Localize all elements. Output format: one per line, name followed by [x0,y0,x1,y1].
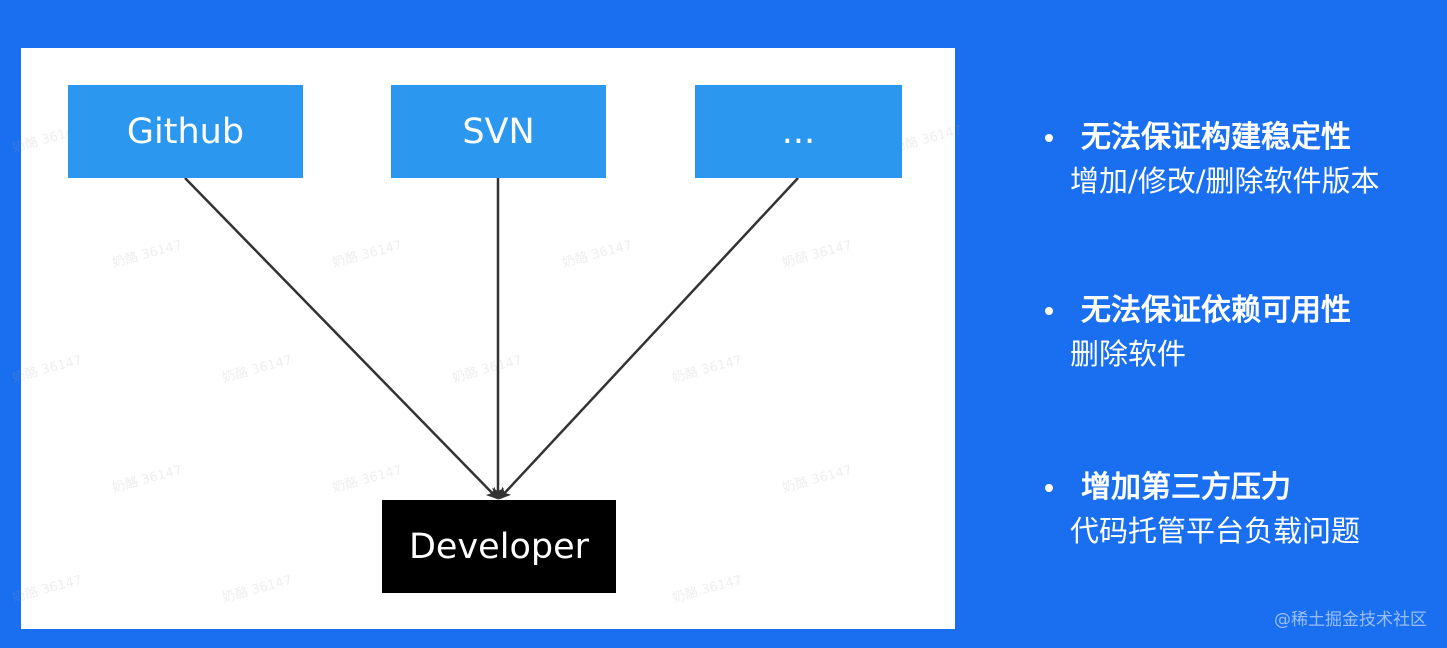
source-label: SVN [462,111,535,152]
bullet-icon [1045,307,1053,315]
source-node-github: Github [68,85,303,178]
watermark-text: 奶酪 36147 [330,462,404,496]
note-title: 增加第三方压力 [1081,470,1291,505]
watermark-text: 奶酪 36147 [560,237,634,271]
watermark-text: 奶酪 36147 [110,237,184,271]
note-item: 增加第三方压力 代码托管平台负载问题 [1045,465,1435,551]
watermark-text: 奶酪 36147 [10,352,84,386]
watermark-text: 奶酪 36147 [450,352,524,386]
note-item: 无法保证依赖可用性 删除软件 [1045,288,1435,374]
source-node-more: ... [695,85,902,178]
note-heading: 无法保证依赖可用性 [1045,288,1435,334]
note-detail: 增加/修改/删除软件版本 [1070,164,1380,198]
watermark-text: 奶酪 36147 [10,572,84,606]
source-node-svn: SVN [391,85,606,178]
note-item: 无法保证构建稳定性 增加/修改/删除软件版本 [1045,115,1435,201]
watermark-text: 奶酪 36147 [670,572,744,606]
watermark-text: 奶酪 36147 [780,237,854,271]
bullet-icon [1045,134,1053,142]
note-detail: 删除软件 [1070,337,1187,371]
note-detail: 代码托管平台负载问题 [1070,514,1361,548]
watermark-text: 奶酪 36147 [670,352,744,386]
target-label: Developer [408,526,589,567]
note-heading: 增加第三方压力 [1045,465,1435,511]
note-title: 无法保证依赖可用性 [1081,293,1351,328]
watermark-text: 奶酪 36147 [110,462,184,496]
source-label: Github [126,111,245,152]
footer-watermark: @稀土掘金技术社区 [1274,610,1427,630]
note-heading: 无法保证构建稳定性 [1045,115,1435,161]
watermark-text: 奶酪 36147 [780,462,854,496]
note-title: 无法保证构建稳定性 [1081,120,1351,155]
source-label: ... [781,111,816,152]
watermark-text: 奶酪 36147 [220,352,294,386]
watermark-text: 奶酪 36147 [220,572,294,606]
watermark-text: 奶酪 36147 [330,237,404,271]
target-node-developer: Developer [382,500,616,593]
bullet-icon [1045,484,1053,492]
